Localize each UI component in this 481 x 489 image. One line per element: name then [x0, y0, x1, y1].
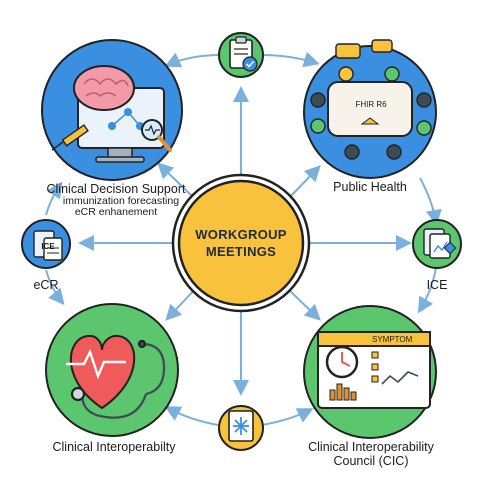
fhir-table-label: FHIR R6 [355, 100, 387, 109]
arrow-to-cic [286, 287, 321, 321]
brain-icon [73, 65, 135, 111]
arrow-to-clinical-interop [165, 287, 197, 321]
arrow-to-public-health [286, 165, 321, 201]
connector-arrows [45, 51, 442, 426]
ecr-badge: ICE [41, 242, 55, 251]
bar-chart-icon [329, 383, 357, 401]
clipboard-check-icon [218, 32, 264, 78]
syringe-icon [51, 124, 89, 151]
arrow-top-to-cds [164, 52, 222, 68]
snowflake-document-icon [218, 405, 264, 451]
arrow-top-to-public-health [261, 51, 320, 68]
clinical-decision-support-node [41, 39, 183, 181]
arrow-bottom-to-clinical-interop [164, 406, 219, 426]
arrow-public-health-to-ice [419, 177, 442, 226]
arrow-ice-to-cic [417, 267, 437, 314]
cds-title: Clinical Decision Support [46, 182, 186, 196]
ice-node [412, 219, 462, 269]
clinical-interoperability-node [45, 303, 179, 437]
magnifier-icon [141, 119, 172, 152]
arrow-bottom-to-cic [261, 408, 314, 426]
hub-label-line2: MEETINGS [205, 244, 277, 259]
cic-title-line1: Clinical Interoperability [308, 440, 434, 454]
ecr-title: eCR [33, 278, 59, 292]
clinical-interop-title: Clinical Interoperabilty [52, 440, 176, 454]
stethoscope-icon [70, 339, 166, 419]
cic-node [303, 305, 437, 439]
heart-icon [66, 334, 136, 410]
arrow-ecr-to-cds [45, 181, 63, 216]
public-health-node [303, 39, 437, 179]
ice-title: ICE [426, 278, 448, 292]
people-icon [310, 66, 432, 160]
hub-label-line1: WORKGROUP [195, 227, 287, 242]
meeting-table-icon [327, 81, 413, 137]
cds-subtitle-1: immunization forecasting [62, 195, 180, 207]
forecast-report-icon [423, 228, 457, 259]
arrow-ecr-to-clinical-interop [45, 269, 65, 306]
cic-title-line2: Council (CIC) [333, 454, 409, 468]
hub-label: WORKGROUP MEETINGS [170, 226, 312, 260]
workgroup-meetings-hub [171, 173, 311, 313]
clock-icon [325, 345, 359, 379]
cds-subtitle-2: eCR enhanement [74, 206, 158, 218]
chat-bubble-icon [335, 39, 393, 59]
symptom-panel-header: SYMPTOM [372, 335, 413, 344]
public-health-title: Public Health [333, 180, 407, 194]
arrow-to-cds [157, 162, 197, 201]
ice-document-icon [33, 230, 63, 261]
ecr-node [21, 219, 71, 269]
